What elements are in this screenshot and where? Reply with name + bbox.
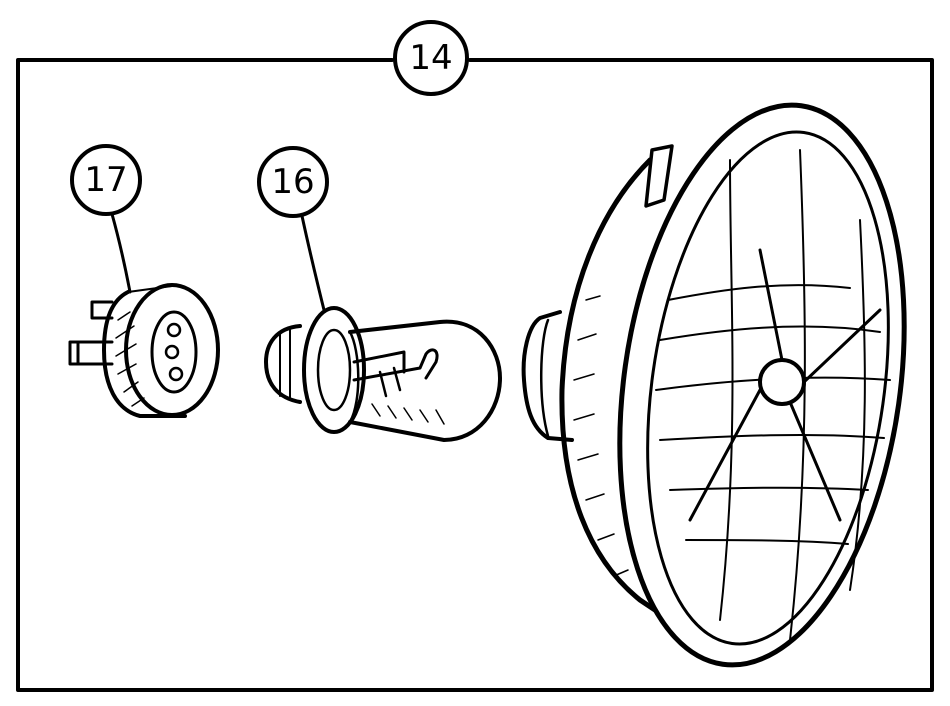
headlamp-bulb-icon (264, 306, 502, 442)
callout-bulb-label: 16 (271, 162, 314, 202)
callout-assembly-label: 14 (409, 38, 452, 78)
callout-assembly: 14 (393, 20, 469, 96)
connector-plug-icon (68, 283, 220, 418)
callout-connector-label: 17 (84, 160, 127, 200)
callout-connector: 17 (70, 144, 142, 294)
assembly-frame (16, 58, 934, 692)
headlamp-unit-icon (521, 102, 907, 668)
callout-bulb: 16 (257, 146, 329, 320)
